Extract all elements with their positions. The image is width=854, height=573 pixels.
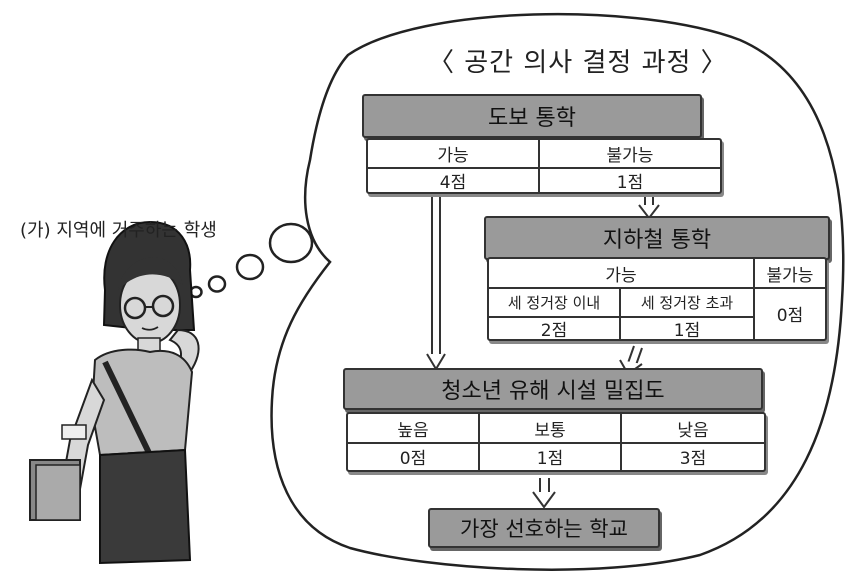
step1-option-label: 불가능: [606, 146, 654, 166]
step1-table: 가능 불가능 4점 1점: [366, 138, 722, 194]
step3-table: 높음 보통 낮음 0점 1점 3점: [346, 412, 766, 472]
thought-circle-small: [207, 275, 227, 293]
arrow-facility-to-result: [532, 478, 556, 509]
step1-option-label: 가능: [437, 146, 469, 166]
student-thinking-icon: [29, 220, 200, 565]
step2-possible-label: 가능: [605, 265, 637, 286]
step3-option-label: 보통: [534, 420, 566, 441]
result-box: 가장 선호하는 학교: [428, 508, 660, 548]
step3-option-label: 높음: [397, 420, 429, 441]
diagram-title: 〈 공간 의사 결정 과정 〉: [428, 48, 728, 78]
step1-header: 도보 통학: [362, 94, 702, 138]
step2-suboption-label: 세 정거장 이내: [507, 293, 601, 312]
arrow-walk-to-subway: [638, 192, 660, 220]
step1-option-score: 4점: [439, 172, 467, 193]
student-caption: (가) 지역에 거주하는 학생: [20, 220, 217, 241]
step2-impossible-score: 0점: [776, 306, 804, 326]
step2-header: 지하철 통학: [484, 216, 830, 260]
step3-option-score: 3점: [679, 449, 707, 469]
step2-suboption-label: 세 정거장 초과: [640, 293, 734, 312]
step3-option-score: 0점: [399, 449, 427, 469]
step1-option-score: 1점: [616, 172, 644, 193]
thought-circle-large: [268, 222, 314, 264]
step3-header: 청소년 유해 시설 밀집도: [343, 368, 763, 410]
step2-impossible-label: 불가능: [766, 265, 814, 286]
step3-option-label: 낮음: [677, 420, 709, 441]
step2-suboption-score: 2점: [540, 320, 568, 341]
step2-table: 가능 세 정거장 이내 세 정거장 초과 2점 1점 불가능 0점: [487, 257, 827, 341]
thought-circle-medium: [235, 253, 265, 281]
step3-option-score: 1점: [536, 449, 564, 469]
step2-suboption-score: 1점: [673, 320, 701, 341]
